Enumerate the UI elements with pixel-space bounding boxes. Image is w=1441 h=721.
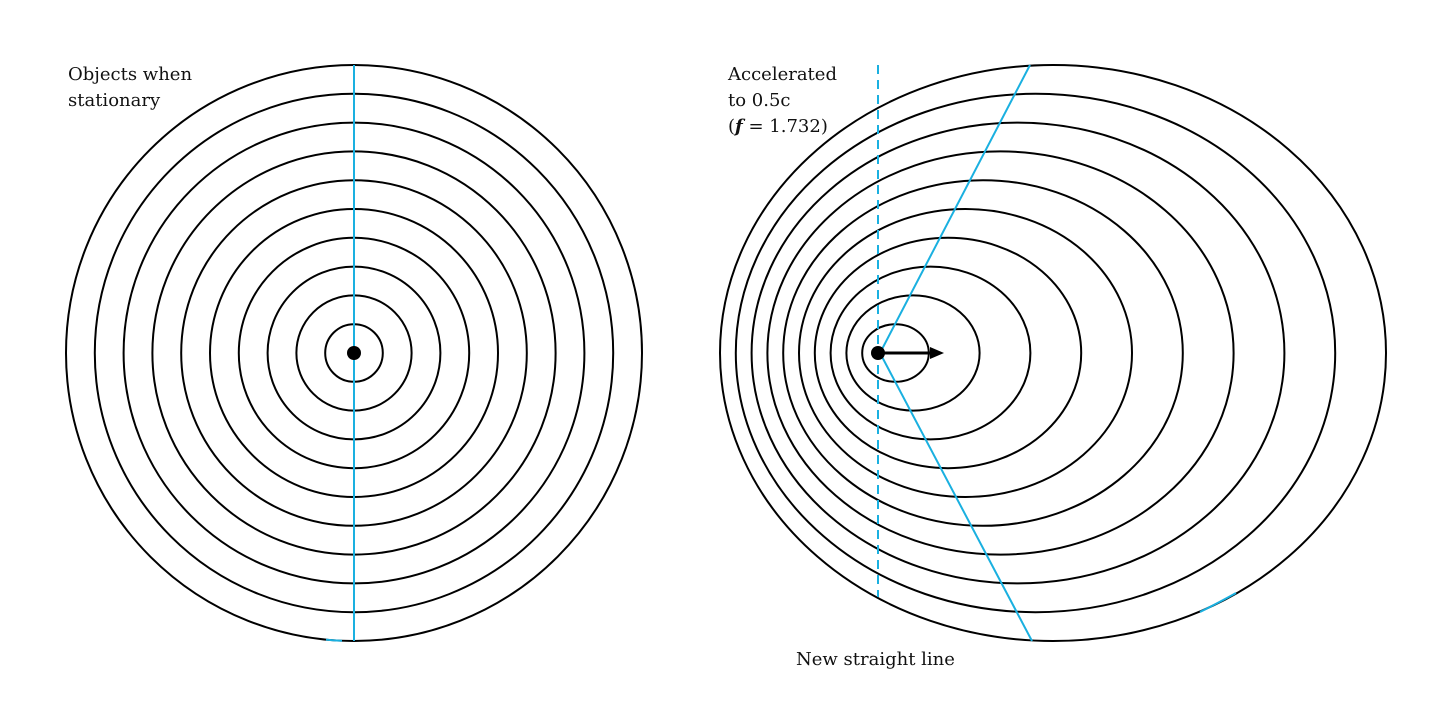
accelerated-ellipse (782, 179, 1184, 527)
accelerated-ellipse (813, 236, 1083, 470)
accelerated-ellipse (750, 121, 1286, 585)
right-label-line3: (f = 1.732) (728, 114, 837, 140)
left-label-line2: stationary (68, 90, 161, 111)
object-dot (347, 346, 361, 360)
accelerated-ellipse (734, 92, 1337, 614)
accelerated-ellipse (845, 294, 981, 412)
right-label-line1: Accelerated (728, 64, 837, 85)
accelerated-ellipse (719, 64, 1387, 642)
new-straight-line-label: New straight line (796, 649, 955, 670)
f-symbol: f (735, 116, 743, 137)
moving-object-dot (871, 346, 885, 360)
right-label-line2: to 0.5c (728, 90, 791, 111)
f-value: = 1.732) (742, 116, 828, 137)
left-label: Objects when stationary (68, 62, 192, 114)
right-label: Accelerated to 0.5c (f = 1.732) (728, 62, 837, 140)
blue-arc-segment (325, 638, 343, 642)
accelerated-ellipse (829, 265, 1032, 441)
arrow-head-icon (930, 347, 944, 359)
blue-arc-segment (1199, 592, 1237, 613)
accelerated-ellipse (766, 150, 1235, 556)
paren: ( (728, 116, 736, 137)
left-label-line1: Objects when (68, 64, 193, 85)
accelerated-ellipse (798, 208, 1133, 498)
